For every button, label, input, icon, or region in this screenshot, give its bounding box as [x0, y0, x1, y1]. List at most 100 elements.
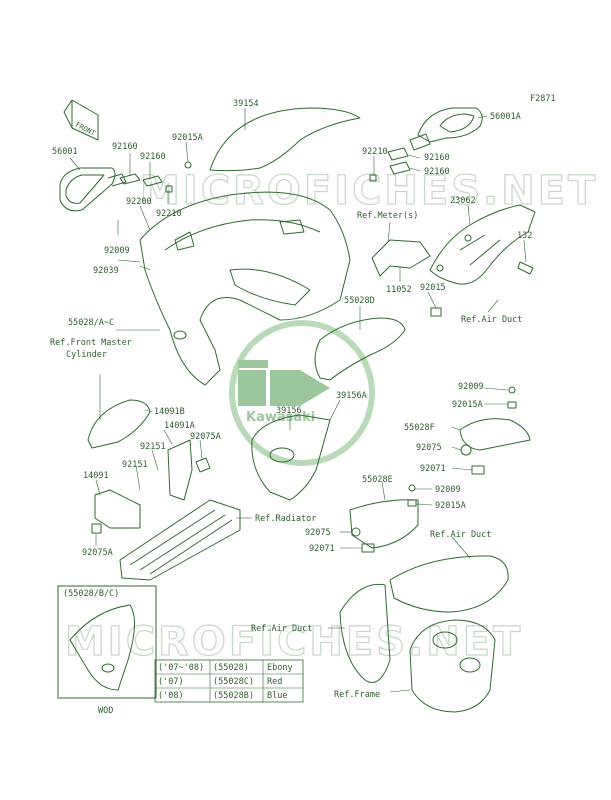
- nut-92210-left: [165, 185, 173, 193]
- label-92075a-b: 92075A: [82, 548, 113, 558]
- radiator-ref: [119, 499, 241, 581]
- bracket-92160-right-2: [389, 161, 411, 175]
- frame-ref: [409, 619, 496, 713]
- label-92015a-r2: 92015A: [435, 501, 466, 511]
- collar-92075-r1: [460, 444, 472, 456]
- bolt-132: [517, 261, 534, 275]
- air-duct-ref-2: [339, 583, 391, 683]
- label-55028d: 55028D: [344, 296, 375, 306]
- nut-92015a-r1: [507, 401, 517, 409]
- cover-14091a: [167, 439, 193, 501]
- table-years-1: ('07): [158, 677, 184, 687]
- collar-92075-r2: [351, 527, 361, 537]
- table-color-2: Blue: [267, 691, 287, 701]
- table-years-0: ('07~'08): [158, 663, 204, 673]
- label-92009-left: 92009: [104, 246, 130, 256]
- grommet-92071-r2: [361, 543, 375, 553]
- nut-92210-right: [369, 174, 377, 182]
- front-badge-text: FRONT: [74, 121, 97, 138]
- table-part-2: (55028B): [213, 691, 254, 701]
- cover-14091b: [87, 399, 151, 449]
- label-92151-b: 92151: [122, 460, 148, 470]
- inner-cover-55028d: [314, 317, 406, 381]
- label-55028e: 55028E: [362, 475, 393, 485]
- side-cowl-55028f: [459, 418, 531, 451]
- label-92009-r1: 92009: [458, 382, 484, 392]
- table-part-0: (55028): [213, 663, 249, 673]
- windshield-39154: [209, 107, 361, 172]
- air-duct-ref-1: [389, 555, 509, 613]
- label-92039: 92039: [93, 266, 119, 276]
- kawasaki-logo-text: Kawasaki: [246, 410, 315, 425]
- color-table: ('07~'08) (55028) Ebony ('07) (55028C) R…: [154, 659, 304, 703]
- label-ref-frame: Ref.Frame: [334, 690, 380, 700]
- collar-92075a-bottom: [91, 523, 102, 534]
- label-92015a-top: 92015A: [172, 133, 203, 143]
- label-11052: 11052: [386, 285, 412, 295]
- table-color-1: Red: [267, 677, 282, 687]
- label-inset-title: (55028/B/C): [63, 589, 119, 599]
- label-ref-meter: Ref.Meter(s): [357, 211, 418, 221]
- figure-id: F2871: [530, 94, 556, 104]
- label-92071-r2: 92071: [309, 544, 335, 554]
- upper-cowl-55028: [139, 191, 351, 386]
- inset-panel: [57, 585, 157, 699]
- label-92075-r2: 92075: [305, 528, 331, 538]
- label-55028ac: 55028/A~C: [68, 318, 114, 328]
- label-92071-r1: 92071: [420, 464, 446, 474]
- stay-23062: [429, 204, 536, 285]
- nut-92015: [430, 307, 442, 317]
- label-39156: 39156: [276, 406, 302, 416]
- label-132: 132: [517, 231, 532, 241]
- label-55028f: 55028F: [404, 423, 435, 433]
- label-14091b: 14091B: [154, 407, 185, 417]
- label-ref-air-duct-3: Ref.Air Duct: [251, 624, 312, 634]
- table-color-0: Ebony: [267, 663, 293, 673]
- label-92200: 92200: [126, 197, 152, 207]
- collar-92075a: [195, 457, 211, 473]
- table-part-1: (55028C): [213, 677, 254, 687]
- label-wod: WOD: [98, 706, 113, 716]
- watermark-bottom: MICROFICHES.NET: [65, 619, 523, 665]
- label-92015a-r1: 92015A: [452, 400, 483, 410]
- label-ref-air-duct-2: Ref.Air Duct: [430, 530, 491, 540]
- bolt-92009-r2: [408, 484, 416, 492]
- table-years-2: ('08): [158, 691, 184, 701]
- label-92210-right: 92210: [362, 147, 388, 157]
- front-direction-badge: FRONT: [63, 99, 99, 141]
- label-14091: 14091: [83, 471, 109, 481]
- mirror-left: [59, 167, 127, 212]
- label-39154: 39154: [233, 99, 259, 109]
- kawasaki-logo-watermark: Kawasaki: [229, 320, 375, 466]
- label-92015: 92015: [420, 283, 446, 293]
- cover-14091: [94, 489, 141, 529]
- label-ref-front-master-2: Cylinder: [66, 350, 107, 360]
- label-92009-r2: 92009: [435, 485, 461, 495]
- label-56001: 56001: [52, 147, 78, 157]
- bracket-92160-right: [387, 147, 409, 161]
- label-92210-left: 92210: [156, 209, 182, 219]
- label-92160-d: 92160: [424, 167, 450, 177]
- label-ref-radiator: Ref.Radiator: [255, 514, 316, 524]
- label-ref-air-duct-1: Ref.Air Duct: [461, 315, 522, 325]
- cover-55028e: [349, 499, 419, 549]
- label-92160-b: 92160: [140, 152, 166, 162]
- label-39156a: 39156A: [336, 391, 367, 401]
- label-ref-front-master-1: Ref.Front Master: [50, 338, 132, 348]
- label-56001a: 56001A: [490, 112, 521, 122]
- label-23062: 23062: [450, 196, 476, 206]
- grommet-92071-r1: [471, 465, 485, 475]
- bracket-92160-left-2: [142, 175, 163, 187]
- label-92075-r1: 92075: [416, 443, 442, 453]
- label-92160-c: 92160: [424, 153, 450, 163]
- label-14091a: 14091A: [164, 421, 195, 431]
- label-92075a-a: 92075A: [190, 432, 221, 442]
- mirror-right: [409, 107, 483, 151]
- bolt-92009-r1: [508, 386, 516, 394]
- side-cowl-39156: [251, 414, 331, 501]
- leader-lines: [69, 108, 527, 693]
- meter-bracket-11052: [371, 239, 431, 277]
- watermark-top: MICROFICHES.NET: [140, 168, 598, 214]
- label-92151-a: 92151: [140, 442, 166, 452]
